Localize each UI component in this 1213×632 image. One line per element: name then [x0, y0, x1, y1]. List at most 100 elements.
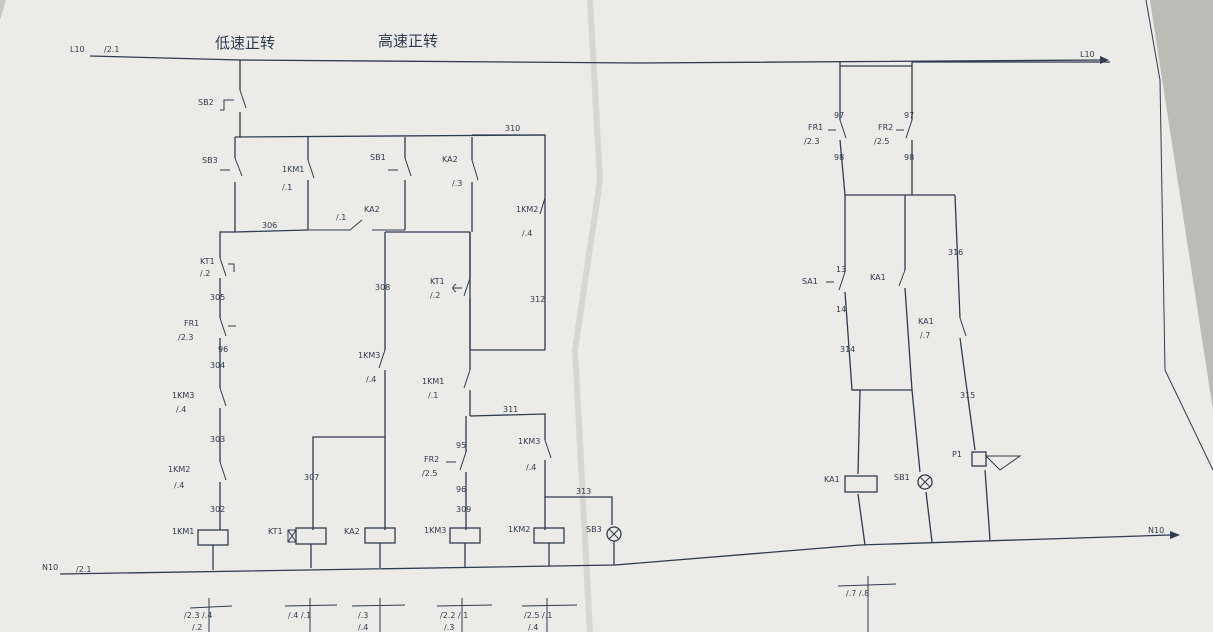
- cross-ref-6: /.7 /.8: [837, 576, 897, 632]
- wire-13: 13: [836, 265, 846, 274]
- sb2-contact: [220, 89, 247, 111]
- rail-n10-label: N10: [42, 563, 58, 572]
- cross-ref-3: /.3 /.4: [351, 598, 406, 632]
- km2-left-ref: /.4: [174, 481, 184, 490]
- wire-95: 95: [456, 441, 466, 450]
- svg-text:/.2: /.2: [192, 623, 202, 632]
- wire-310: 310: [505, 124, 520, 133]
- km3-left-ref: /.4: [176, 405, 186, 414]
- right-feeds: [839, 62, 913, 196]
- cross-ref-2: /.4 /.1: [284, 598, 338, 632]
- fr1-right-contact: [828, 119, 847, 139]
- wire-96-b: 96: [456, 485, 466, 494]
- coil-kt1: KT1: [268, 527, 327, 568]
- fr1-right-ref: /2.3: [804, 137, 819, 146]
- km3-left-contact: [219, 387, 227, 407]
- svg-text:1KM3: 1KM3: [424, 526, 446, 535]
- ka2-mid-label: KA2: [364, 205, 380, 214]
- sb1-label: SB1: [370, 153, 386, 162]
- wire-305: 305: [210, 293, 225, 302]
- wire-315: 315: [960, 391, 975, 400]
- kt1-timed-ref: /.2: [430, 291, 440, 300]
- fr2-left-contact: [446, 451, 467, 471]
- svg-text:1KM1: 1KM1: [172, 527, 194, 536]
- fr2-right-contact: [896, 119, 913, 139]
- kt1-contact-ref: /.2: [200, 269, 210, 278]
- km2-hold-label: 1KM2: [516, 205, 538, 214]
- svg-text:/.4: /.4: [528, 623, 538, 632]
- left-column: [219, 231, 235, 530]
- rail-n10-ref: /2.1: [76, 565, 91, 574]
- wire-314: 314: [840, 345, 855, 354]
- wire-97-b: 97: [904, 111, 914, 120]
- wire-306-line: [234, 229, 309, 233]
- paper-edge-line: [1145, 0, 1213, 471]
- ka1-hold-label: KA1: [870, 273, 886, 282]
- svg-text:/.3: /.3: [444, 623, 454, 632]
- svg-text:/2.3 /.4: /2.3 /.4: [184, 611, 212, 620]
- km3-nc-ref: /.4: [366, 375, 376, 384]
- cross-ref-4: /2.2 /.1 /.3: [436, 598, 493, 632]
- wire-304: 304: [210, 361, 225, 370]
- lamp-sb1: SB1: [894, 473, 933, 490]
- title-high-speed: 高速正转: [378, 32, 438, 50]
- wire-97-a: 97: [834, 111, 844, 120]
- km3-hold-contact: [544, 439, 552, 459]
- km3-nc-label: 1KM3: [358, 351, 380, 360]
- kt1-timed-label: KT1: [430, 277, 445, 286]
- buzzer-column: [954, 194, 991, 541]
- sb1-contact: [388, 157, 412, 177]
- wire-312: 312: [530, 295, 545, 304]
- wire-98-a: 98: [834, 153, 844, 162]
- wire-303: 303: [210, 435, 225, 444]
- sb1-lamp-column: [911, 389, 933, 543]
- wire-14: 14: [836, 305, 846, 314]
- km2-hold-ref: /.4: [522, 229, 532, 238]
- fr2-left-label: FR2: [424, 455, 439, 464]
- ka1-hold-contact: [898, 269, 906, 287]
- cross-ref-1: /2.3 /.4 /.2: [184, 598, 233, 632]
- km3-hold-ref: /.4: [526, 463, 536, 472]
- cross-ref-5: /2.5 /.1 /.4: [521, 598, 578, 632]
- svg-text:/.4 /.1: /.4 /.1: [288, 611, 311, 620]
- wire-96-a: 96: [218, 345, 228, 354]
- coil-ka1: KA1: [824, 475, 878, 493]
- ka2-hold-ref: /.3: [452, 179, 462, 188]
- sa1-contact: [826, 271, 846, 291]
- coil-km3: 1KM3: [424, 526, 481, 567]
- ka1-nc-contact: [959, 317, 967, 337]
- ka2-mid-contact: [308, 219, 405, 231]
- fr2-right-label: FR2: [878, 123, 893, 132]
- km3-hold-label: 1KM3: [518, 437, 540, 446]
- ka1-nc-label: KA1: [918, 317, 934, 326]
- km1-nc-ref: /.1: [428, 391, 438, 400]
- svg-text:/2.2 /.1: /2.2 /.1: [440, 611, 468, 620]
- rail-l10-ref: /2.1: [104, 45, 119, 54]
- ka1-nc-ref: /.7: [920, 331, 930, 340]
- svg-text:SB1: SB1: [894, 473, 910, 482]
- wire-311-line: [469, 413, 613, 525]
- kt1-timed-contact: [452, 277, 471, 297]
- title-low-speed: 低速正转: [215, 34, 275, 52]
- wire-313: 313: [576, 487, 591, 496]
- wire-98-b: 98: [904, 153, 914, 162]
- ka2-hold-contact: [471, 159, 479, 181]
- branch-wire-310: [472, 134, 546, 350]
- svg-text:SB3: SB3: [586, 525, 602, 534]
- km2-hold-contact: [539, 197, 546, 215]
- fr1-left-label: FR1: [184, 319, 199, 328]
- lamp-sb3: SB3: [586, 525, 622, 565]
- rail-n10-right-label: N10: [1148, 526, 1164, 535]
- fr1-left-contact: [219, 317, 236, 337]
- fr2-right-ref: /2.5: [874, 137, 889, 146]
- wire-308: 308: [375, 283, 390, 292]
- km2-left-label: 1KM2: [168, 465, 190, 474]
- svg-text:KA1: KA1: [824, 475, 840, 484]
- coil-km1: 1KM1: [172, 527, 229, 570]
- km1-hold-ref: /.1: [282, 183, 292, 192]
- svg-text:/.4: /.4: [358, 623, 368, 632]
- km1-hold-label: 1KM1: [282, 165, 304, 174]
- svg-text:/.3: /.3: [358, 611, 368, 620]
- svg-text:KA2: KA2: [344, 527, 360, 536]
